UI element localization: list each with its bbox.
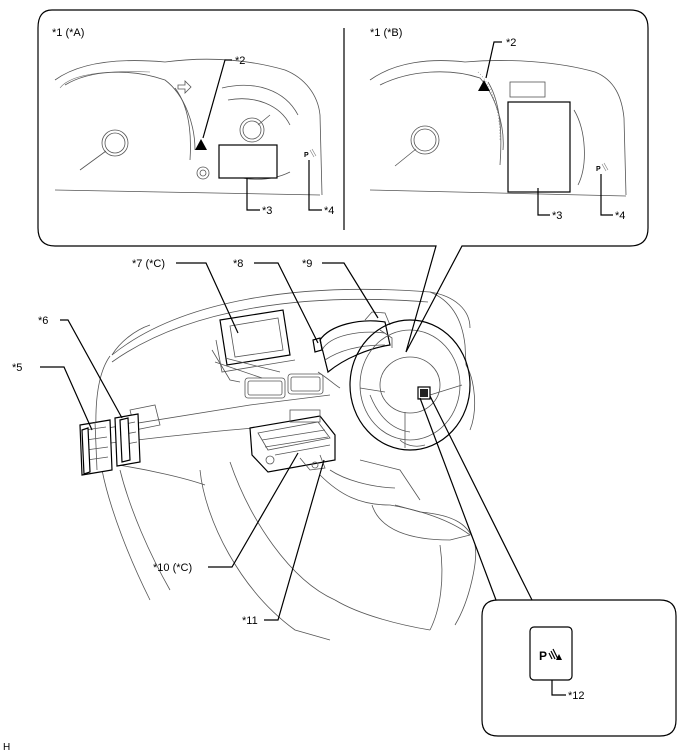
cluster-b: P bbox=[369, 41, 627, 216]
label-cluster-a: *1 (*A) bbox=[52, 27, 84, 39]
label-6: *6 bbox=[38, 315, 48, 327]
cluster-a: P bbox=[54, 58, 323, 211]
label-5: *5 bbox=[12, 362, 22, 374]
label-3a: *3 bbox=[262, 205, 272, 217]
label-8: *8 bbox=[233, 258, 243, 270]
center-console-panel bbox=[249, 409, 336, 473]
switch-detail-box: P bbox=[481, 599, 677, 737]
svg-text:P: P bbox=[596, 166, 601, 173]
warning-triangle-icon-b bbox=[478, 80, 490, 91]
svg-text:P: P bbox=[539, 649, 547, 663]
parking-sensor-switch bbox=[529, 626, 573, 681]
ecu-module bbox=[79, 419, 113, 476]
label-7: *7 (*C) bbox=[132, 258, 165, 270]
label-12: *12 bbox=[568, 690, 585, 702]
center-display-unit bbox=[211, 309, 296, 383]
module-six bbox=[114, 413, 141, 467]
parking-sensor-icon-large bbox=[548, 648, 562, 660]
warning-triangle-icon bbox=[195, 139, 207, 150]
multi-info-display-b bbox=[507, 101, 571, 193]
parking-sensor-icon-b: P bbox=[596, 162, 609, 173]
dashboard-illustration bbox=[79, 288, 476, 641]
corner-mark: H bbox=[3, 742, 10, 753]
steering-wheel bbox=[349, 319, 471, 451]
combination-meter-housing bbox=[317, 311, 393, 389]
svg-text:P: P bbox=[304, 152, 309, 159]
label-11: *11 bbox=[242, 615, 258, 627]
label-4b: *4 bbox=[615, 210, 625, 222]
parking-sensor-icon: P bbox=[304, 148, 317, 159]
callout-frame bbox=[37, 9, 649, 353]
leader-lines bbox=[40, 262, 533, 621]
label-2a: *2 bbox=[235, 55, 245, 67]
multi-info-display-a bbox=[218, 144, 278, 179]
label-cluster-b: *1 (*B) bbox=[370, 27, 402, 39]
label-3b: *3 bbox=[552, 210, 562, 222]
label-2b: *2 bbox=[506, 37, 516, 49]
label-4a: *4 bbox=[324, 205, 334, 217]
label-10: *10 (*C) bbox=[153, 562, 192, 574]
label-9: *9 bbox=[302, 258, 312, 270]
callout-labels: *1 (*A) *1 (*B) *2 *2 *3 *3 *4 *4 *5 *6 … bbox=[3, 27, 625, 753]
turn-arrow-icon bbox=[177, 80, 192, 94]
